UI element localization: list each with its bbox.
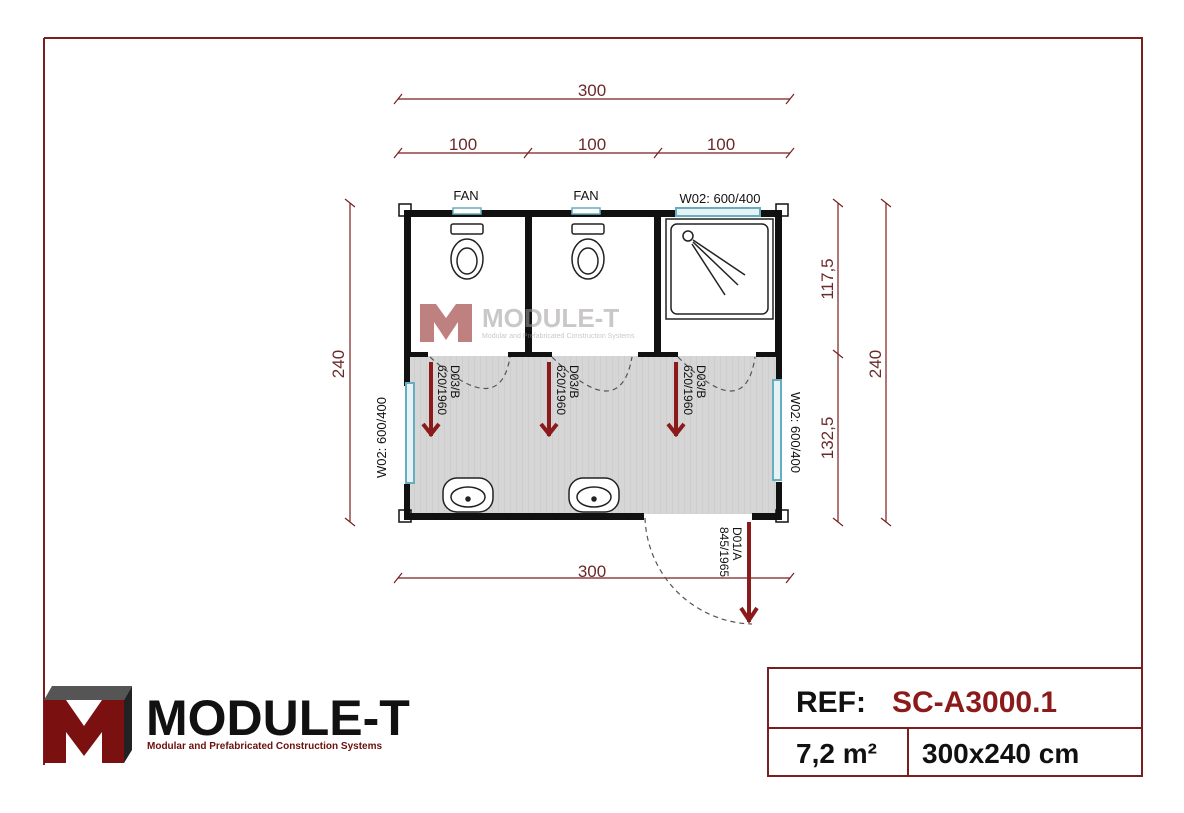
- sink-2-icon: [568, 477, 620, 513]
- area-value: 7,2 m²: [796, 738, 877, 769]
- dim-left-total: 240: [329, 350, 348, 378]
- brand-logo-icon: [44, 686, 132, 763]
- brand-name: MODULE-T: [146, 690, 410, 746]
- window-right: [772, 379, 782, 481]
- door-markers: [421, 362, 759, 624]
- dim-right-upper: 117,5: [818, 258, 837, 299]
- window-right-label: W02: 600/400: [788, 392, 803, 473]
- dim-right-lower: 132,5: [818, 417, 837, 460]
- title-block-frame: [767, 667, 1143, 777]
- window-top-label: W02: 600/400: [680, 191, 761, 206]
- door-3-size: 620/1960: [681, 365, 695, 415]
- sink-1-icon: [442, 477, 494, 513]
- dim-bottom-total: 300: [578, 562, 606, 581]
- dim-top-seg-1: 100: [449, 135, 477, 154]
- ref-label: REF:: [796, 686, 866, 719]
- window-top: [675, 207, 761, 217]
- brand-tagline: Modular and Prefabricated Construction S…: [147, 741, 382, 752]
- dim-top-seg-2: 100: [578, 135, 606, 154]
- toilet-2-icon: [571, 223, 605, 280]
- fan-2-icon: [571, 207, 601, 215]
- window-left: [405, 382, 415, 484]
- window-left-label: W02: 600/400: [374, 397, 389, 478]
- fan-1-icon: [452, 207, 482, 215]
- size-value: 300x240 cm: [922, 738, 1079, 769]
- watermark-name: MODULE-T: [482, 303, 619, 333]
- door-3-code: D03/B: [694, 365, 708, 398]
- toilet-1-icon: [450, 223, 484, 280]
- ref-value: SC-A3000.1: [892, 686, 1057, 719]
- door-2-code: D03/B: [567, 365, 581, 398]
- drawing-frame: [43, 37, 1143, 765]
- door-1-code: D03/B: [448, 365, 462, 398]
- watermark: MODULE-T Modular and Prefabricated Const…: [420, 303, 635, 342]
- shower-tray-icon: [665, 218, 774, 320]
- dim-right-total: 240: [866, 350, 885, 378]
- fan-2-label: FAN: [573, 188, 598, 203]
- door-1-size: 620/1960: [435, 365, 449, 415]
- fan-1-label: FAN: [453, 188, 478, 203]
- door-2-size: 620/1960: [554, 365, 568, 415]
- door-swings: [429, 356, 756, 625]
- watermark-tagline: Modular and Prefabricated Construction S…: [482, 333, 635, 340]
- top-dimension-lines: [344, 93, 892, 584]
- dim-top-total: 300: [578, 81, 606, 100]
- dim-top-seg-3: 100: [707, 135, 735, 154]
- entrance-door-code: D01/A: [730, 527, 744, 560]
- entrance-door-size: 845/1965: [717, 527, 731, 577]
